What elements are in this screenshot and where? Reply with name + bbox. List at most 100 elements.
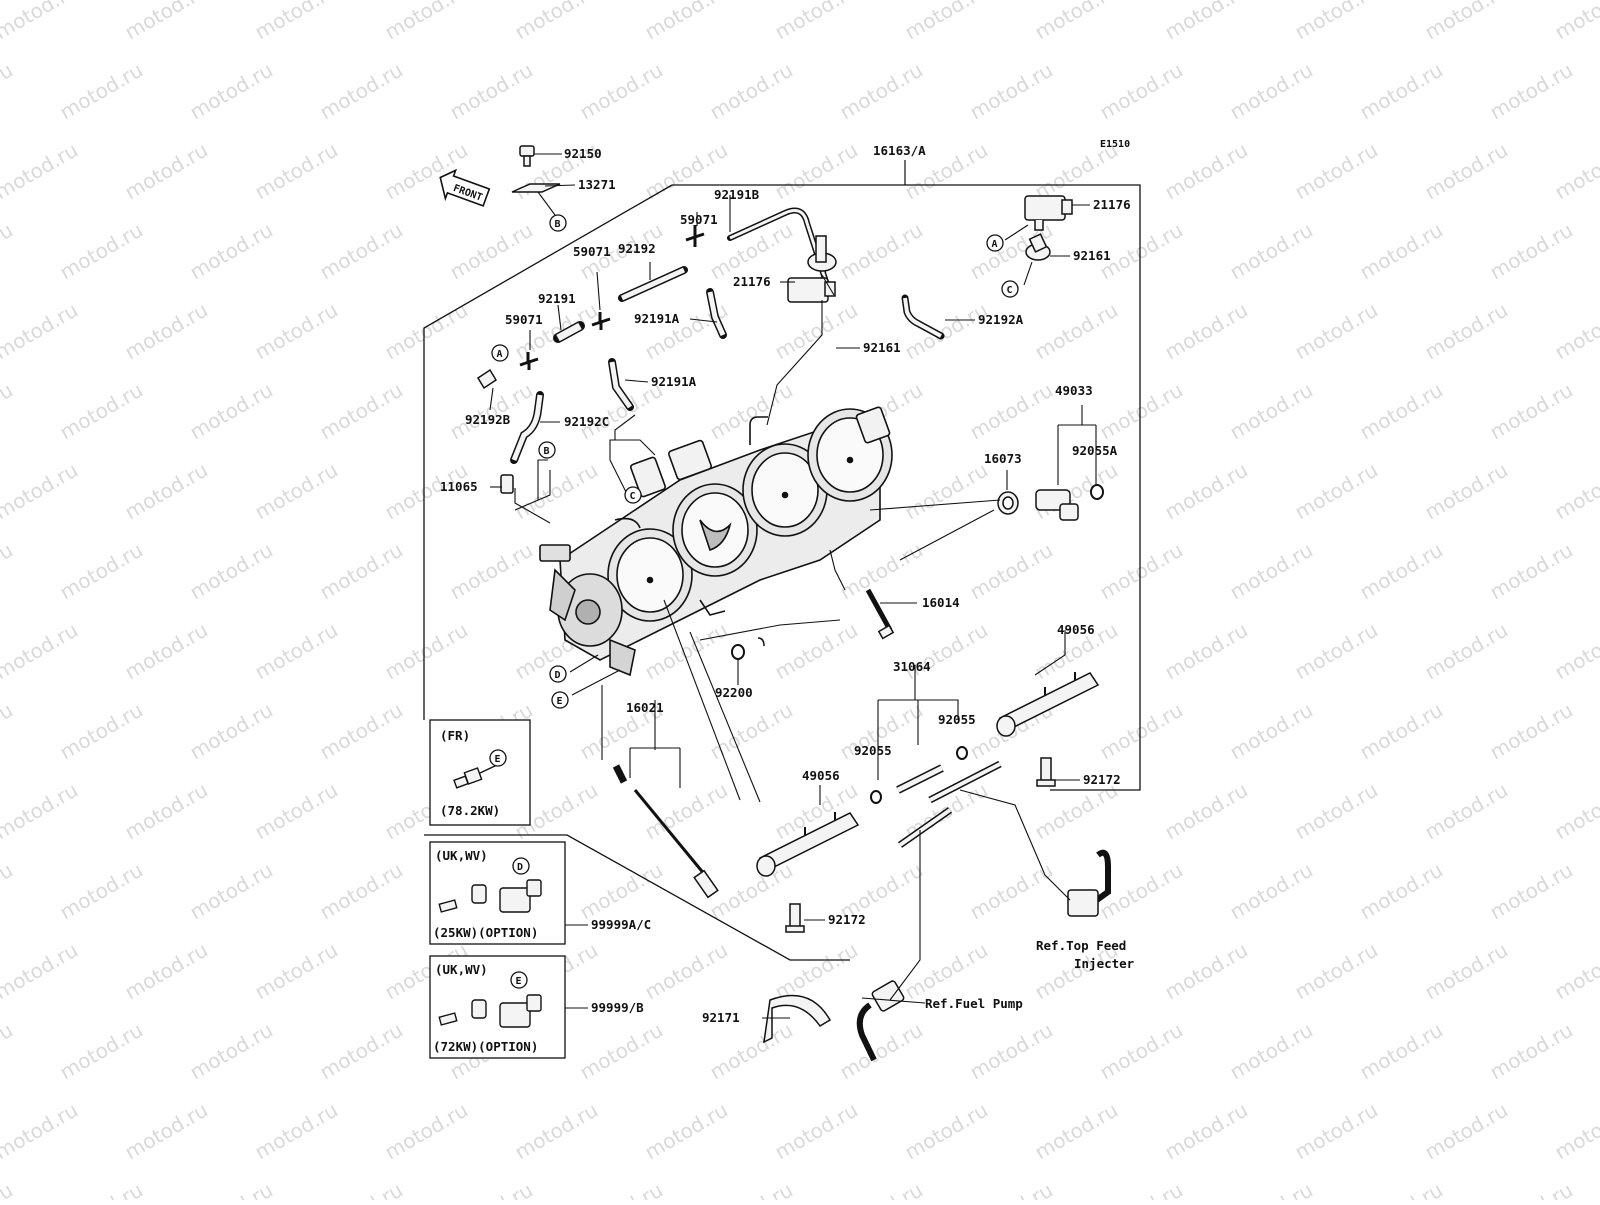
inset-box-ukwv-72kw: (UK,WV) (72KW)(OPTION) E — [430, 956, 588, 1058]
ref-top-feed-line1: Ref.Top Feed — [1036, 938, 1126, 953]
watermark-text: motod.ru — [966, 538, 1057, 605]
watermark-text: motod.ru — [1421, 1098, 1512, 1165]
label-99999ac: 99999A/C — [591, 917, 651, 932]
ring-16073-icon — [998, 492, 1018, 514]
watermark-text: motod.ru — [121, 298, 212, 365]
watermark-text: motod.ru — [251, 298, 342, 365]
oring-92055-right-icon — [957, 747, 967, 759]
watermark-text: motod.ru — [1291, 778, 1382, 845]
watermark-text: motod.ru — [1356, 1018, 1447, 1085]
label-92171: 92171 — [702, 1010, 740, 1025]
watermark-text: motod.ru — [56, 378, 147, 445]
watermark-text: motod.ru — [1226, 1018, 1317, 1085]
watermark-text: motod.ru — [0, 1178, 17, 1200]
watermark-text: motod.ru — [446, 538, 537, 605]
label-92055a: 92055A — [1072, 443, 1118, 458]
label-92172-bottom: 92172 — [828, 912, 866, 927]
watermark-text: motod.ru — [1226, 858, 1317, 925]
callout-e-left: E — [552, 692, 568, 708]
watermark-text: motod.ru — [251, 1098, 342, 1165]
watermark-text: motod.ru — [1096, 1018, 1187, 1085]
svg-text:D: D — [555, 670, 561, 681]
callout-b-left: B — [539, 442, 555, 458]
watermark-text: motod.ru — [1031, 0, 1122, 44]
watermark-text: motod.ru — [1356, 378, 1447, 445]
callout-e-1: E — [495, 754, 501, 765]
watermark-text: motod.ru — [1161, 458, 1252, 525]
watermark-text: motod.ru — [641, 938, 732, 1005]
watermark-text: motod.ru — [1421, 298, 1512, 365]
watermark-text: motod.ru — [316, 538, 407, 605]
label-92192b: 92192B — [465, 412, 511, 427]
label-92192a: 92192A — [978, 312, 1024, 327]
map-sensor-21176-lower-icon — [788, 278, 835, 302]
inset-25-footer: (25KW)(OPTION) — [433, 925, 538, 940]
label-92200: 92200 — [715, 685, 753, 700]
inset-72-footer: (72KW)(OPTION) — [433, 1039, 538, 1054]
watermark-text: motod.ru — [316, 858, 407, 925]
cap-11065-icon — [501, 475, 513, 493]
watermark-text: motod.ru — [1421, 778, 1512, 845]
watermark-text: motod.ru — [836, 218, 927, 285]
watermark-text: motod.ru — [966, 1178, 1057, 1200]
watermark-text: motod.ru — [56, 1018, 147, 1085]
watermark-text: motod.ru — [121, 778, 212, 845]
watermark-text: motod.ru — [1551, 0, 1600, 44]
label-16021: 16021 — [626, 700, 664, 715]
watermark-text: motod.ru — [901, 0, 992, 44]
watermark-text: motod.ru — [1421, 618, 1512, 685]
label-13271: 13271 — [578, 177, 616, 192]
bolt-92172-right-icon — [1037, 758, 1055, 786]
watermark-text: motod.ru — [1291, 138, 1382, 205]
watermark-text: motod.ru — [771, 1098, 862, 1165]
inset-72-header: (UK,WV) — [435, 962, 488, 977]
watermark-text: motod.ru — [641, 1098, 732, 1165]
label-92191: 92191 — [538, 291, 576, 306]
watermark-text: motod.ru — [1421, 0, 1512, 44]
watermark-text: motod.ru — [511, 458, 602, 525]
svg-text:B: B — [544, 446, 550, 457]
watermark-text: motod.ru — [836, 1018, 927, 1085]
watermark-text: motod.ru — [0, 1018, 17, 1085]
watermark-text: motod.ru — [1226, 378, 1317, 445]
watermark-text: motod.ru — [1486, 218, 1577, 285]
watermark-text: motod.ru — [251, 0, 342, 44]
watermark-text: motod.ru — [1551, 618, 1600, 685]
watermark-text: motod.ru — [1356, 858, 1447, 925]
watermark-text: motod.ru — [446, 58, 537, 125]
callout-d-2: D — [517, 862, 523, 873]
watermark-text: motod.ru — [1291, 458, 1382, 525]
watermark-text: motod.ru — [641, 0, 732, 44]
watermark-text: motod.ru — [706, 1018, 797, 1085]
screw-16014-icon — [868, 590, 893, 638]
watermark-text: motod.ru — [1356, 58, 1447, 125]
watermark-text: motod.ru — [186, 858, 277, 925]
watermark-text: motod.ru — [186, 1018, 277, 1085]
inset-box-fr: (FR) (78.2KW) E — [430, 720, 530, 825]
label-31064: 31064 — [893, 659, 931, 674]
watermark-text: motod.ru — [56, 698, 147, 765]
watermark-text: motod.ru — [1551, 778, 1600, 845]
label-92055-left: 92055 — [854, 743, 892, 758]
svg-text:A: A — [992, 239, 998, 250]
watermark-text: motod.ru — [316, 698, 407, 765]
ref-fuel-pump: Ref.Fuel Pump — [925, 996, 1023, 1011]
watermark-text: motod.ru — [0, 538, 17, 605]
bolt-92172-bottom-icon — [786, 904, 804, 932]
watermark-text: motod.ru — [1551, 1098, 1600, 1165]
watermark-text: motod.ru — [966, 378, 1057, 445]
fuel-rail-49056-right-icon — [997, 672, 1098, 736]
watermark-text: motod.ru — [251, 458, 342, 525]
watermark-text: motod.ru — [1096, 698, 1187, 765]
watermark-text: motod.ru — [186, 218, 277, 285]
watermark-text: motod.ru — [1096, 538, 1187, 605]
label-59071-mid: 59071 — [573, 244, 611, 259]
callout-c-right: C — [1002, 281, 1018, 297]
watermark-text: motod.ru — [0, 698, 17, 765]
label-92191b: 92191B — [714, 187, 760, 202]
watermark-text: motod.ru — [1096, 1178, 1187, 1200]
watermark-text: motod.ru — [316, 1018, 407, 1085]
watermark-text: motod.ru — [186, 698, 277, 765]
watermark-text: motod.ru — [706, 1178, 797, 1200]
